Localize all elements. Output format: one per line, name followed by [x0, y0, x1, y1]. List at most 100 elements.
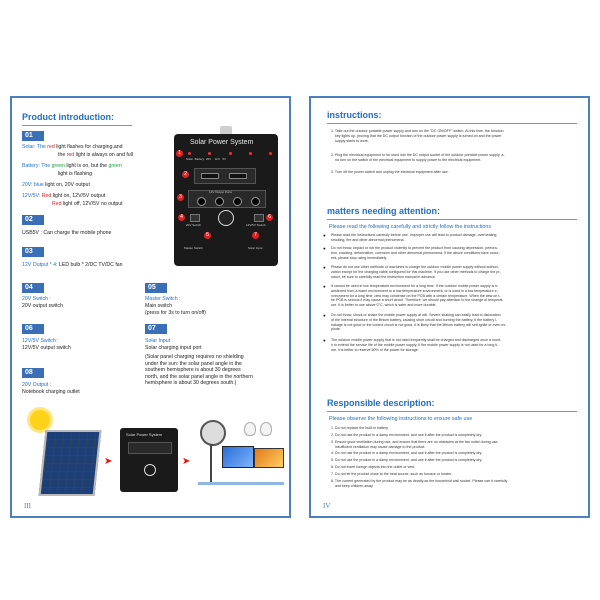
page-number: IV: [323, 502, 331, 510]
dc-port: [197, 197, 206, 206]
dc-port: [233, 197, 242, 206]
solar-panel-image: [38, 430, 102, 496]
badge-01: 01: [22, 131, 44, 141]
ground-line: [198, 482, 284, 485]
bullet-icon: ●: [323, 233, 326, 238]
v12-light-text-line2: Red light off, 12V/5V no output: [52, 201, 123, 207]
instruction-3: 3. Turn off the power switch and unplug …: [331, 170, 449, 174]
bullet-icon: ●: [323, 265, 326, 270]
matters-item: Do not throw, shock or shake the mobile …: [331, 313, 507, 332]
label-master-switch: Master Switch: [184, 246, 203, 250]
bullet-icon: ●: [323, 313, 326, 318]
switch-20v: [190, 214, 200, 222]
indicator-12v: [248, 152, 252, 155]
page-number: III: [24, 502, 31, 510]
title-underline: [327, 123, 577, 124]
v20-output-label: 20V Output :: [22, 382, 52, 388]
dc-ports-box: 12V Output Ports: [188, 190, 266, 208]
badge-02: 02: [22, 215, 44, 225]
dc-ports-label: 12V Output Ports: [209, 190, 233, 194]
battery-text-line2: light is flashing: [58, 171, 93, 177]
badge-04: 04: [22, 283, 44, 293]
device2-button: [144, 464, 156, 476]
label-12v5v-switch: 12V/5V Switch: [246, 223, 266, 227]
power-button: [218, 210, 234, 226]
device-handle: [220, 126, 232, 134]
resp-item: 8. The current generated by the product …: [331, 479, 508, 488]
power-station-illustration: Solar Power System Solar Battery 20V 12V…: [174, 126, 278, 266]
badge-05: 05: [145, 283, 167, 293]
solar-input-label: Solar Input :: [145, 338, 173, 344]
resp-item: 4. Do not use the product in a damp envi…: [331, 451, 483, 455]
label-solar-input: Solar Input: [248, 246, 263, 250]
indicator-labels: Solar Battery 20V 12V 5V: [186, 157, 227, 161]
title-underline: [22, 125, 132, 126]
usb-text: USB5V : Can charge the mobile phone: [22, 230, 112, 236]
usb-ports: [194, 168, 256, 184]
resp-item: 1. Do not replace the built-in battery.: [331, 426, 389, 430]
title-underline: [327, 219, 577, 220]
resp-item: 5. Do not use the product in a damp envi…: [331, 458, 483, 462]
label-20v-switch: 20V Switch: [186, 223, 202, 227]
marker-6: 6: [266, 214, 273, 221]
badge-07: 07: [145, 324, 167, 334]
matters-item: The outdoor mobile power supply that is …: [331, 338, 502, 352]
right-page: instructions: 1. Take out the outdoor po…: [309, 96, 590, 518]
left-page: Product introduction: 01 Solar: The red …: [10, 96, 291, 518]
dc-output-text: 12V Output * 4: LED bulb * 2/DC TV/DC fa…: [22, 262, 123, 268]
instruction-2: 2. Plug the electrical equipment to be u…: [331, 153, 505, 162]
v20-switch-desc: 20V output switch: [22, 303, 63, 309]
instruction-1: 1. Take out the outdoor portable power s…: [331, 129, 504, 143]
resp-item: 3. Ensure good ventilation during use, a…: [331, 440, 499, 449]
dc-port: [215, 197, 224, 206]
solar-input-note: (Solar panel charging requires no shield…: [145, 354, 253, 387]
laptop-image: [254, 448, 284, 468]
usb-port-2: [229, 173, 247, 179]
matters-item: It cannot be used in low temperature env…: [331, 284, 504, 308]
title-underline: [327, 411, 577, 412]
marker-1: 1: [176, 150, 183, 157]
marker-2: 2: [182, 171, 189, 178]
usb-port-1: [201, 173, 219, 179]
master-switch-label: Master Switch :: [145, 296, 181, 302]
badge-06: 06: [22, 324, 44, 334]
instructions-title: instructions:: [327, 110, 382, 120]
responsible-title: Responsible description:: [327, 398, 435, 408]
bulb-icon: [244, 422, 256, 436]
sun-icon: [30, 410, 50, 430]
fan-image: [200, 420, 226, 446]
bullet-icon: ●: [323, 284, 326, 289]
responsible-subtitle: Please observe the following instruction…: [329, 416, 473, 422]
device-title: Solar Power System: [190, 139, 254, 146]
matters-subtitle: Please read the following carefully and …: [329, 224, 492, 230]
marker-7: 7: [252, 232, 259, 239]
fan-stand: [210, 444, 212, 484]
bullet-icon: ●: [323, 338, 326, 343]
matters-item: Do not throw, impact or rub the product …: [331, 246, 500, 260]
matters-item: Please do not use other methods or machi…: [331, 265, 501, 279]
resp-item: 7. Do not let the product close to the h…: [331, 472, 453, 476]
indicator-solar: [188, 152, 191, 155]
arrow-icon: ➤: [182, 456, 191, 467]
badge-03: 03: [22, 247, 44, 257]
power-station-small: Solar Power System: [120, 428, 178, 492]
bulb-icon: [260, 422, 272, 436]
marker-5: 5: [204, 232, 211, 239]
master-switch-note: (press for 3s to turn on/off): [145, 310, 207, 316]
dc-port: [251, 197, 260, 206]
resp-item: 2. Do not use the product in a damp envi…: [331, 433, 483, 437]
switch-12v5v: [254, 214, 264, 222]
v20-output-desc: Notebook charging outlet: [22, 389, 80, 395]
marker-4: 4: [178, 214, 185, 221]
bullet-icon: ●: [323, 246, 326, 251]
indicator-5v: [269, 152, 272, 155]
solar-text-line2: the red light is always on and full: [58, 152, 133, 158]
v20-switch-label: 20V Switch :: [22, 296, 51, 302]
marker-3: 3: [177, 194, 184, 201]
arrow-icon: ➤: [104, 456, 113, 467]
master-switch-desc: Main switch: [145, 303, 173, 309]
solar-input-desc: Solar charging input port: [145, 345, 202, 351]
resp-item: 6. Do not insert foreign objects into th…: [331, 465, 416, 469]
solar-text-line1: Solar: The red light flashes for chargin…: [22, 144, 123, 150]
v12-switch-label: 12V/5V Switch :: [22, 338, 59, 344]
